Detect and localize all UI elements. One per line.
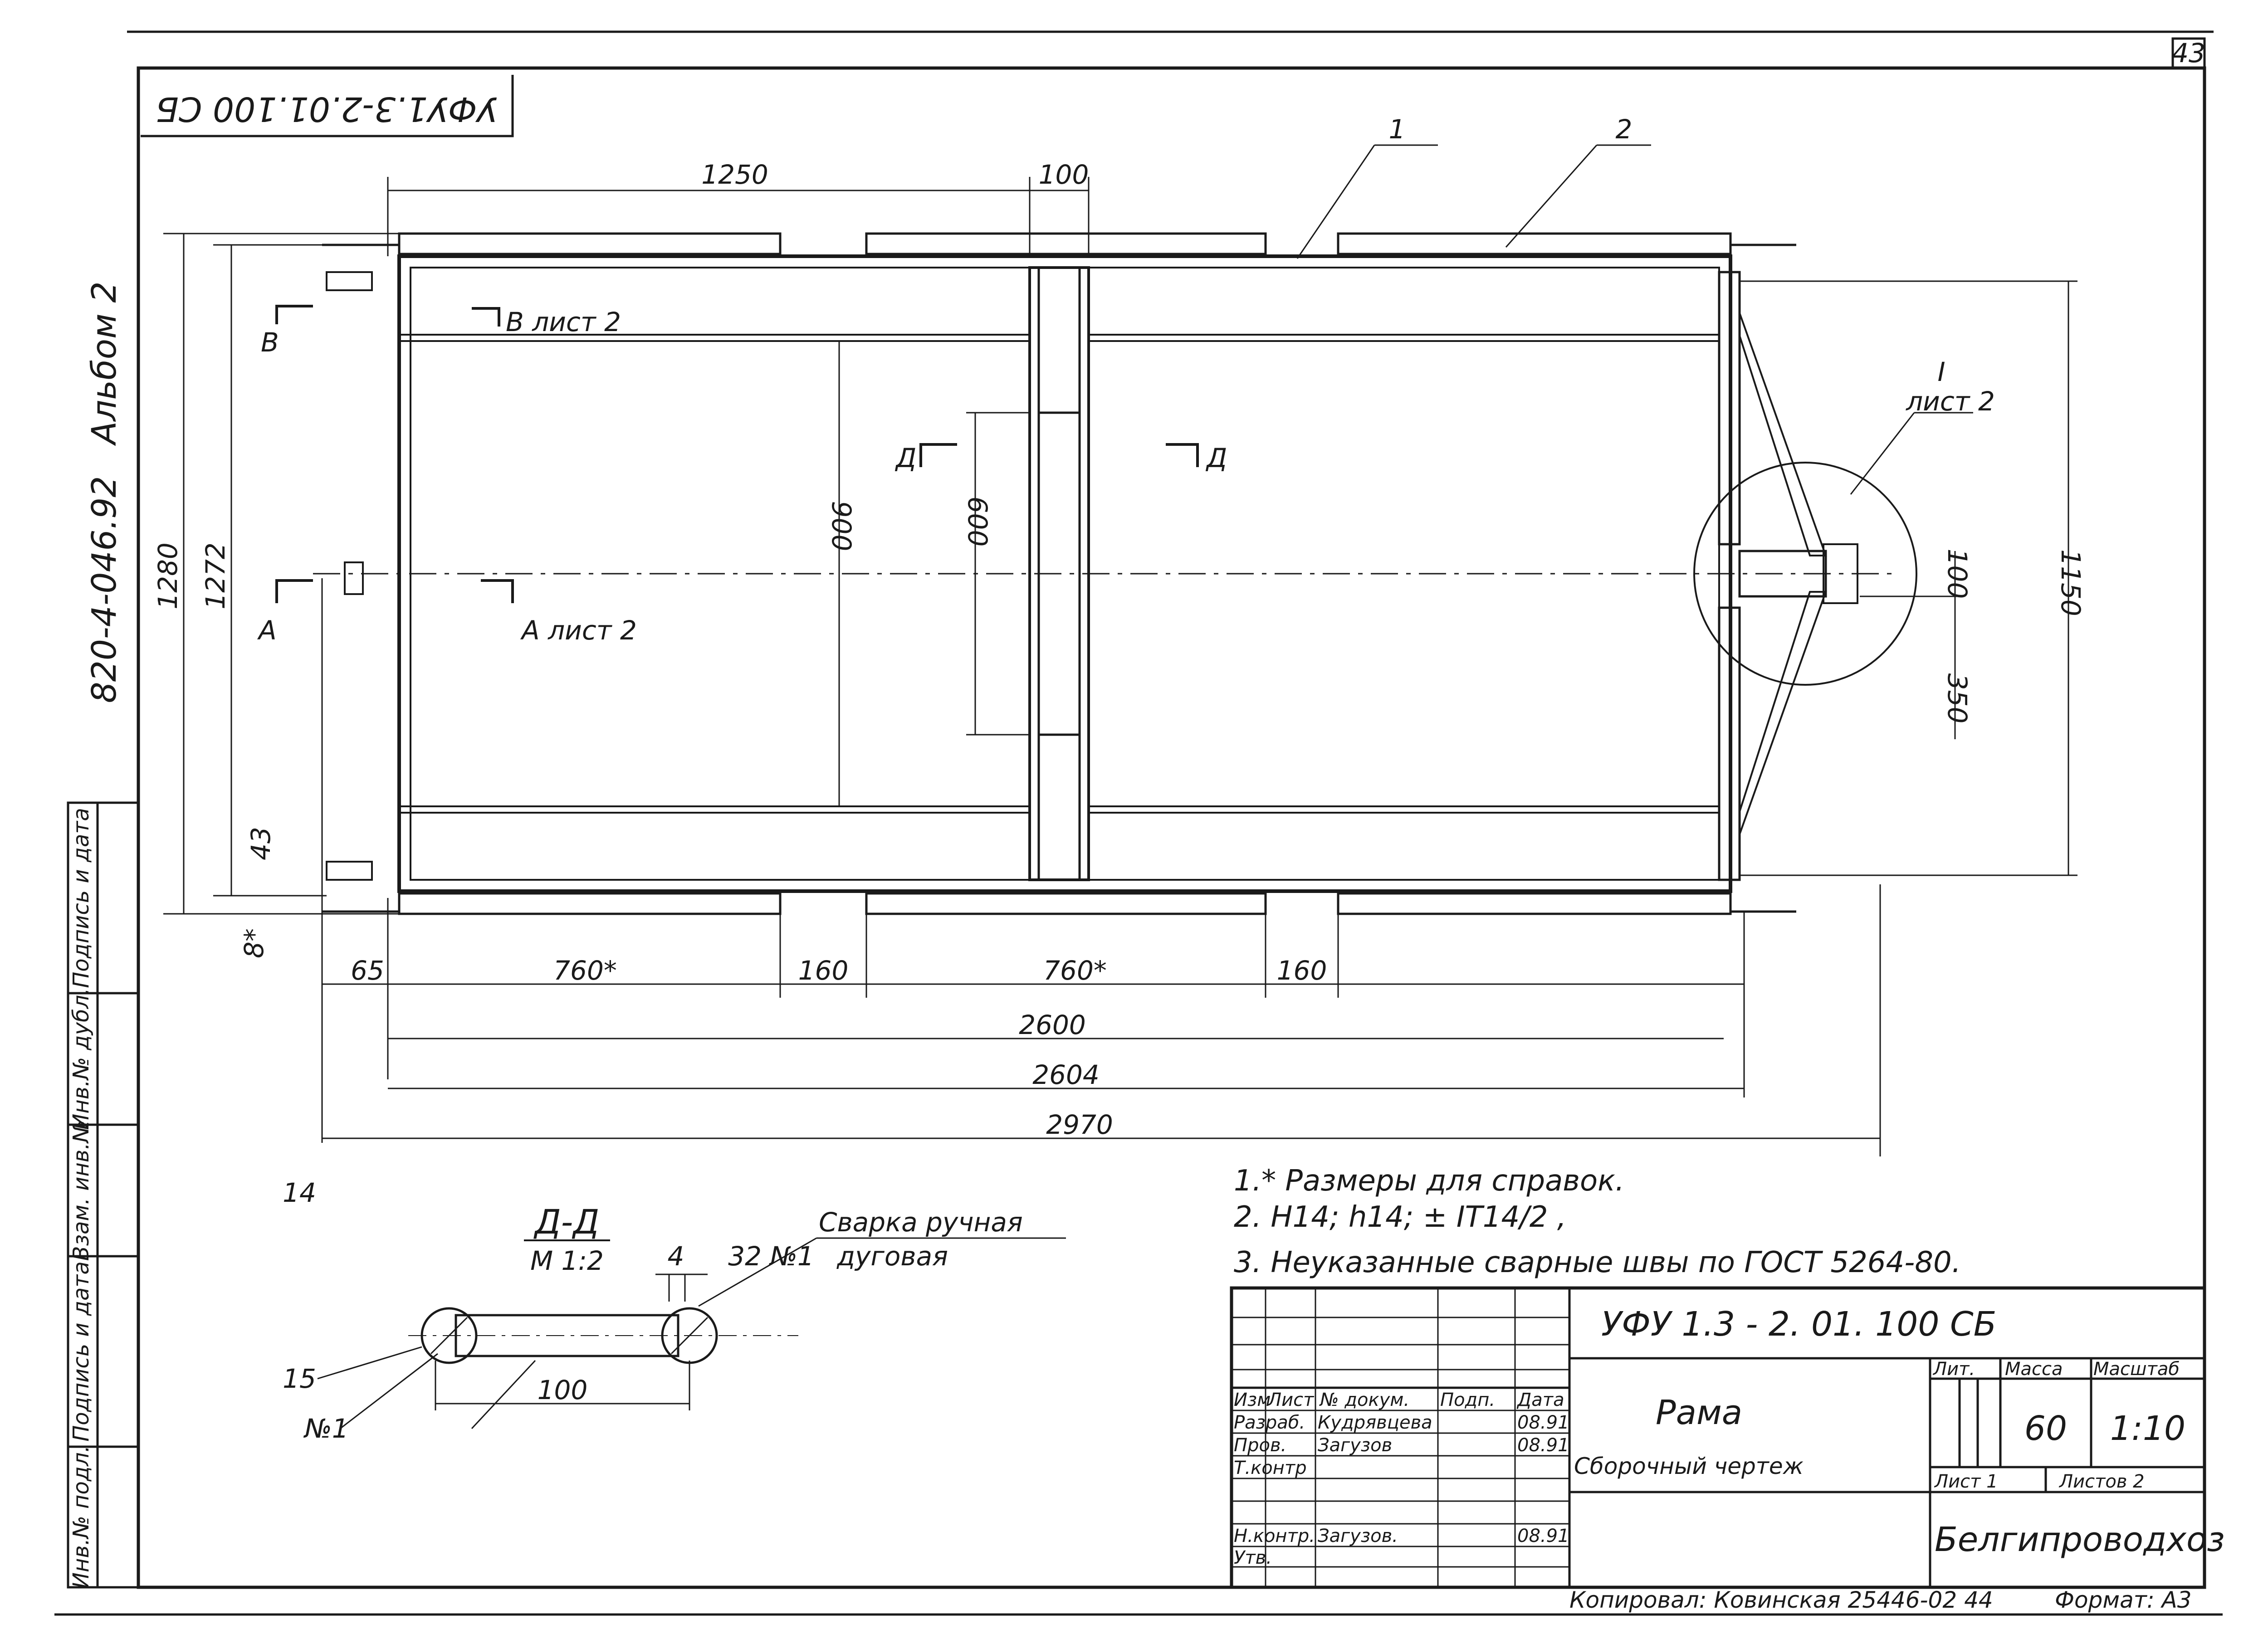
lit-label: Лит. xyxy=(1932,1359,1975,1380)
mirrored-code-box xyxy=(141,75,514,137)
drawing-type: Сборочный чертеж xyxy=(1574,1453,1804,1479)
section-dim-100: 100 xyxy=(538,1375,588,1405)
title-block xyxy=(1230,1286,2206,1589)
position-14: 14 xyxy=(283,1177,316,1208)
dim-1272: 1272 xyxy=(200,542,231,610)
weld-text-2: дуговая xyxy=(836,1241,948,1272)
drawing-name: Рама xyxy=(1656,1393,1742,1432)
col-list: Лист xyxy=(1267,1390,1315,1410)
dim-160-a: 160 xyxy=(798,955,849,986)
nkontr-name: Загузов. xyxy=(1318,1526,1398,1546)
col-izm: Изм xyxy=(1234,1390,1271,1410)
weld-no1-left: №1 xyxy=(303,1413,348,1444)
section-a-mark: А xyxy=(257,615,277,646)
page-number-box xyxy=(2171,37,2206,69)
dim-65: 65 xyxy=(351,955,384,986)
dim-43: 43 xyxy=(245,827,276,860)
side-stamp-text: Взам. инв.№ xyxy=(68,1120,94,1261)
dim-100-right: 100 xyxy=(1942,549,1973,599)
dim-2604: 2604 xyxy=(1032,1059,1100,1090)
side-stamp xyxy=(67,801,140,1589)
mass-value: 60 xyxy=(2024,1409,2067,1448)
side-stamp-text: Инв.№ подл. xyxy=(68,1445,94,1589)
dim-160-b: 160 xyxy=(1277,955,1327,986)
dim-900: 900 xyxy=(826,501,857,551)
side-stamp-text: Подпись и дата xyxy=(68,1261,94,1442)
dim-760-a: 760* xyxy=(553,955,617,986)
leader-lines xyxy=(471,144,1973,1429)
page-number: 43 xyxy=(2172,38,2205,68)
dim-2970: 2970 xyxy=(1046,1109,1113,1140)
weld-gap: 4 xyxy=(668,1241,684,1272)
sheet-number: Лист 1 xyxy=(1934,1471,1998,1492)
position-1: 1 xyxy=(1389,114,1406,145)
row-prov: Пров. xyxy=(1234,1435,1286,1456)
note-1: 1.* Размеры для справок. xyxy=(1234,1164,1624,1198)
col-doc: № докум. xyxy=(1319,1390,1409,1410)
section-a-ref: А лист 2 xyxy=(520,615,637,646)
col-date: Дата xyxy=(1516,1390,1564,1410)
organization: Белгипроводхоз xyxy=(1935,1520,2225,1559)
note-2: 2. Н14; h14; ± IT14/2 , xyxy=(1234,1200,1566,1234)
prov-name: Загузов xyxy=(1318,1435,1392,1456)
razrab-name: Кудрявцева xyxy=(1318,1412,1432,1433)
dim-2600: 2600 xyxy=(1019,1010,1086,1040)
note-3: 3. Неуказанные сварные швы по ГОСТ 5264-… xyxy=(1234,1246,1961,1279)
mass-label: Масса xyxy=(2005,1359,2063,1380)
weld-ref: 32 №1 xyxy=(728,1241,814,1272)
scale-label: Масштаб xyxy=(2093,1359,2180,1380)
position-15: 15 xyxy=(283,1363,316,1394)
side-stamp-text: Инв.№ дубл. xyxy=(68,988,94,1130)
section-dd-view xyxy=(317,1237,1066,1429)
section-b-mark: В xyxy=(261,327,279,358)
dim-1150: 1150 xyxy=(2055,549,2086,616)
mirrored-code: УФУ1.3-2.01.100 СБ xyxy=(156,89,498,128)
row-razrab: Разраб. xyxy=(1234,1412,1305,1433)
dimension-lines xyxy=(163,177,2077,1156)
razrab-date: 08.91 xyxy=(1517,1412,1569,1433)
dim-350: 350 xyxy=(1942,673,1973,724)
designation: УФУ 1.3 - 2. 01. 100 СБ xyxy=(1601,1305,1996,1344)
section-markers xyxy=(275,305,1199,603)
side-stamp-text: Подпись и дата xyxy=(68,808,94,988)
col-sign: Подп. xyxy=(1440,1390,1495,1410)
row-nkontr: Н.контр. xyxy=(1234,1526,1315,1546)
nkontr-date: 08.91 xyxy=(1517,1526,1569,1546)
sheets-total: Листов 2 xyxy=(2058,1471,2145,1492)
dim-100-top: 100 xyxy=(1039,159,1089,190)
dim-760-b: 760* xyxy=(1043,955,1107,986)
row-tkontr: Т.контр xyxy=(1234,1458,1307,1478)
footer-format: Формат: А3 xyxy=(2055,1587,2192,1613)
album-label: Альбом 2 xyxy=(85,282,124,446)
node-i-mark: I xyxy=(1937,356,1945,387)
section-d-mark-right: Д xyxy=(1205,443,1227,473)
scale-value: 1:10 xyxy=(2110,1409,2185,1448)
series-code: 820-4-046.92 xyxy=(85,476,124,703)
section-d-mark-left: Д xyxy=(894,443,916,473)
footer-copied: Копировал: Ковинская 25446-02 44 xyxy=(1569,1587,1993,1613)
dim-1250: 1250 xyxy=(701,159,768,190)
section-dd-scale: М 1:2 xyxy=(530,1245,604,1276)
prov-date: 08.91 xyxy=(1517,1435,1569,1456)
dim-600: 600 xyxy=(962,497,993,547)
dim-1280: 1280 xyxy=(152,542,183,610)
dim-8: 8* xyxy=(239,928,269,958)
position-2: 2 xyxy=(1616,114,1633,145)
row-utv: Утв. xyxy=(1234,1547,1272,1568)
section-dd-title: Д-Д xyxy=(533,1203,599,1242)
node-i-ref: лист 2 xyxy=(1906,386,1995,417)
section-b-ref: В лист 2 xyxy=(506,307,621,337)
weld-text-1: Сварка ручная xyxy=(819,1207,1023,1238)
